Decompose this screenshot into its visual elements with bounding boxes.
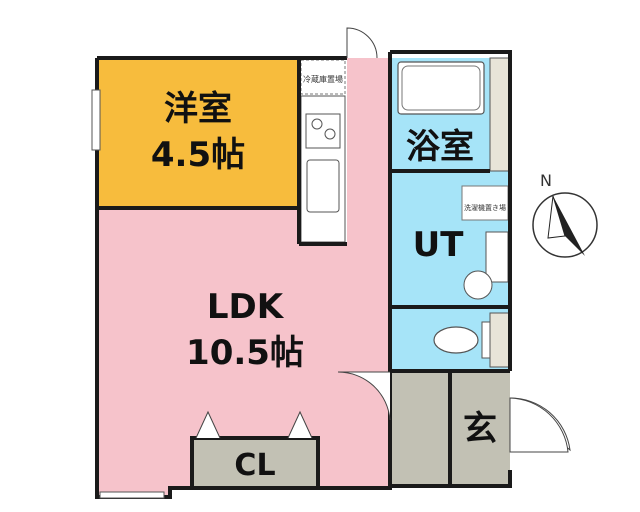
door-swing <box>337 371 391 421</box>
north-arrow-icon <box>553 196 585 256</box>
washer-space <box>461 185 509 221</box>
toilet-tank-icon <box>481 321 491 359</box>
western-room-name: 洋室 <box>164 89 232 129</box>
bath-room-name: 浴室 <box>406 127 474 167</box>
compass-north-label: N <box>540 171 552 190</box>
fridge-label: 冷蔵庫置場 <box>303 74 343 84</box>
window <box>91 89 101 151</box>
ut-room-name: UT <box>413 225 465 265</box>
hall-floor <box>390 371 450 486</box>
storage-strip <box>489 57 511 172</box>
ldk-room <box>97 58 390 497</box>
ldk-room-name: LDK <box>207 287 285 327</box>
toilet-bowl-icon <box>433 326 479 354</box>
window <box>99 491 165 499</box>
western-room <box>97 58 299 208</box>
storage-strip <box>489 312 511 368</box>
washer-label: 洗濯機置き場 <box>464 203 506 212</box>
burner-icon <box>324 128 336 140</box>
door-swing <box>195 410 221 439</box>
washbasin-icon <box>485 231 509 283</box>
door-swing <box>346 27 378 59</box>
ldk-room-size: 10.5帖 <box>186 333 304 373</box>
stove-icon <box>305 113 341 149</box>
burner-icon <box>311 118 323 130</box>
closet-floor <box>192 438 318 486</box>
fridge-space <box>300 59 346 95</box>
bathtub-icon <box>397 61 485 115</box>
entrance-floor <box>450 371 510 486</box>
compass: N <box>532 171 598 258</box>
door-swing <box>509 397 569 453</box>
entrance-name: 玄 <box>463 409 497 449</box>
door-swing <box>287 410 313 439</box>
closet-name: CL <box>234 448 275 483</box>
sink-icon <box>306 159 340 213</box>
western-room-size: 4.5帖 <box>151 135 245 175</box>
